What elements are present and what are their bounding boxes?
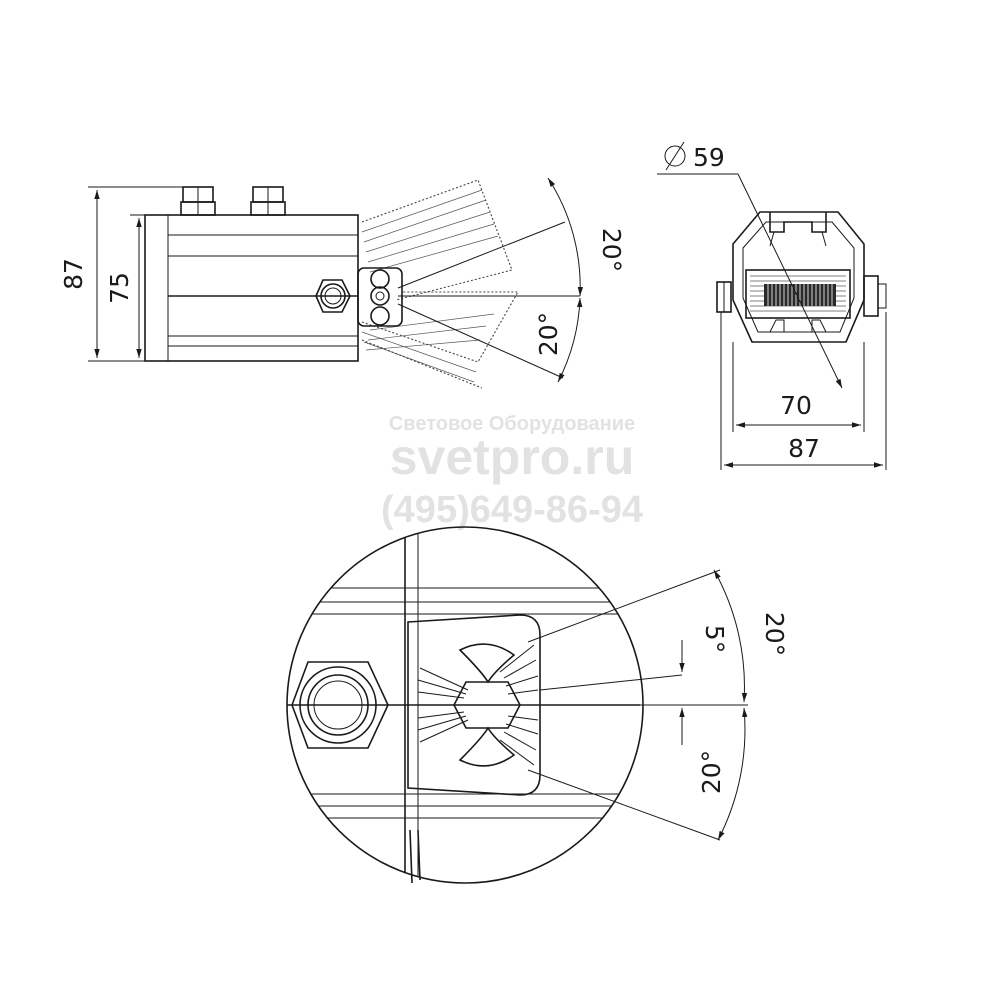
watermark-company: Световое Оборудование: [389, 413, 635, 435]
end-housing-outline: [732, 211, 865, 343]
end-grille: [745, 269, 851, 319]
side-height-body-label: 75: [105, 272, 134, 304]
detail-bracket: [407, 614, 541, 796]
detail-view: 20° 5° 20°: [286, 526, 789, 884]
watermark: Световое Оборудование svetpro.ru (495)64…: [381, 413, 643, 531]
detail-angle-step-label: 5°: [700, 625, 729, 653]
side-view: 20° 20° 87 75: [59, 177, 626, 389]
detail-angle-down-label: 20°: [697, 750, 726, 794]
top-bolt-right: [250, 186, 286, 216]
watermark-phone: (495)649-86-94: [381, 489, 643, 531]
top-bolt-left: [180, 186, 216, 216]
end-pin-right: [863, 275, 879, 317]
side-angle-down-label: 20°: [534, 312, 563, 356]
watermark-site: svetpro.ru: [390, 429, 635, 485]
detail-angle-up-label: 20°: [760, 612, 789, 656]
angle-arc-down: [557, 297, 583, 383]
tilted-body-up: [361, 179, 513, 301]
angle-arc-up: [547, 177, 584, 297]
side-nut: [315, 279, 351, 313]
housing-outline: [144, 214, 359, 362]
end-width-inner-label: 70: [780, 391, 812, 420]
tilted-body-down: [361, 291, 519, 389]
end-diameter-label: 59: [693, 143, 725, 172]
detail-arc-down: [717, 707, 748, 841]
side-angle-up-label: 20°: [597, 228, 626, 272]
side-height-total-label: 87: [59, 258, 88, 290]
diameter-icon: [664, 141, 686, 171]
end-view: 59 70 87: [657, 141, 887, 470]
detail-arc-up: [713, 569, 748, 703]
end-width-total-label: 87: [788, 434, 820, 463]
hinge-bracket: [357, 267, 403, 327]
detail-nut: [291, 661, 389, 749]
